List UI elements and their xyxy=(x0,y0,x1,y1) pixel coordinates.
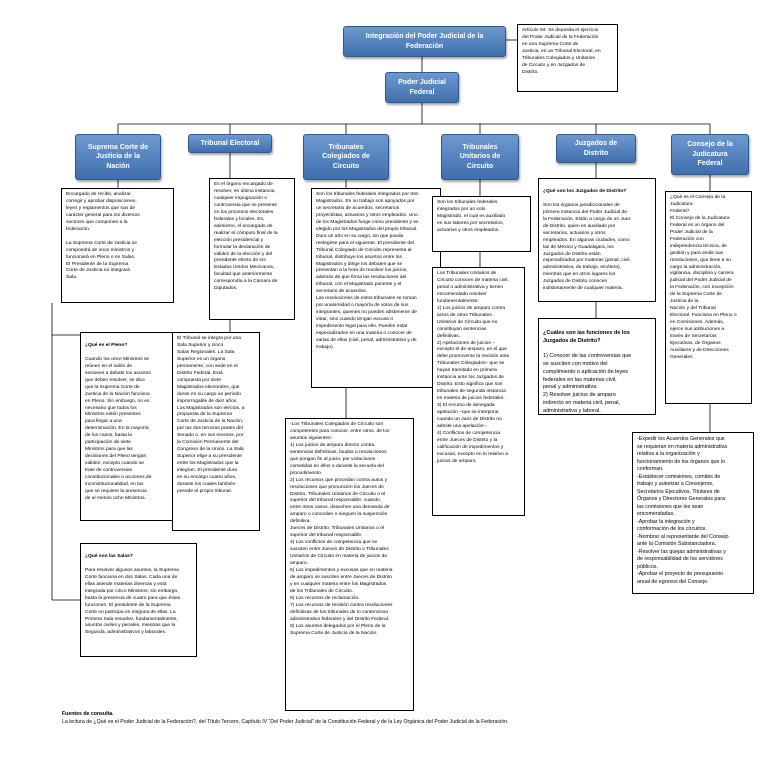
juzgados-question-1: ¿Qué son los Juzgados de Distrito? xyxy=(543,188,627,194)
consejo-atribuciones-box: -Expedir los Acuerdos Generales que se r… xyxy=(632,432,754,594)
footer-heading: Fuentes de consulta. xyxy=(62,711,114,717)
scjn-intro-box: Encargado de recibir, analizar, corregir… xyxy=(61,188,174,303)
salas-text: Para resolver algunos asuntos, la Suprem… xyxy=(85,567,181,636)
colegiados-competencia-box: -Los Tribunales Colegiados de Circuito s… xyxy=(285,418,414,711)
colegiados-description-box: Son los tribunales federales integrados … xyxy=(311,188,441,388)
header-juzgados-distrito: Juzgados de Distrito xyxy=(556,134,636,163)
juzgados-question-2: ¿Cuáles son las funciones de los Juzgado… xyxy=(543,329,630,344)
header-consejo-judicatura: Consejo de la Judicatura Federal xyxy=(671,134,749,175)
scjn-pleno-box: ¿Qué es el Pleno? Cuando los once Minist… xyxy=(80,332,177,521)
diagram-title: Integración del Poder Judicial de la Fed… xyxy=(343,26,506,57)
pleno-question: ¿Qué es el Pleno? xyxy=(85,342,128,348)
unitarios-description-box: Son los tribunales federales integrados … xyxy=(432,196,531,252)
consejo-description-box: ¿Qué es el Consejo de la Judicatura Fede… xyxy=(665,191,752,404)
footer-text: La lectura de ¿Qué es el Poder Judicial … xyxy=(62,719,509,725)
poder-judicial-federal-box: Poder Judicial Federal xyxy=(385,72,459,103)
juzgados-funciones-text: 1) Conocer de las controversias que se s… xyxy=(543,353,632,414)
juzgados-definition-box: ¿Qué son los Juzgados de Distrito? Son l… xyxy=(538,178,656,302)
header-suprema-corte: Suprema Corte de Justicia de la Nación xyxy=(75,134,161,180)
header-tribunales-colegiados: Tribunales Colegiados de Circuito xyxy=(303,134,389,180)
unitarios-competencia-box: Los Tribunales Unitarios de Circuito con… xyxy=(432,267,525,516)
header-tribunales-unitarios: Tribunales Unitarios de Circuito xyxy=(441,134,519,180)
juzgados-funciones-box: ¿Cuáles son las funciones de los Juzgado… xyxy=(538,318,656,415)
juzgados-definition-text: Son los órganos jurisdiccionales de prim… xyxy=(543,202,631,292)
salas-question: ¿Qué son las Salas? xyxy=(85,553,133,559)
article-94-note: Artículo 94. Se deposita el ejercicio de… xyxy=(517,24,618,92)
scjn-salas-box: ¿Qué son las Salas? Para resolver alguno… xyxy=(80,543,197,657)
header-tribunal-electoral: Tribunal Electoral xyxy=(188,134,272,153)
pleno-text: Cuando los once Ministros se reúnen en e… xyxy=(85,356,152,501)
electoral-integration-box: El Tribunal se integra por una Sala Supe… xyxy=(172,332,260,531)
electoral-description-box: Es el órgano encargado de resolver, en ú… xyxy=(209,178,295,320)
